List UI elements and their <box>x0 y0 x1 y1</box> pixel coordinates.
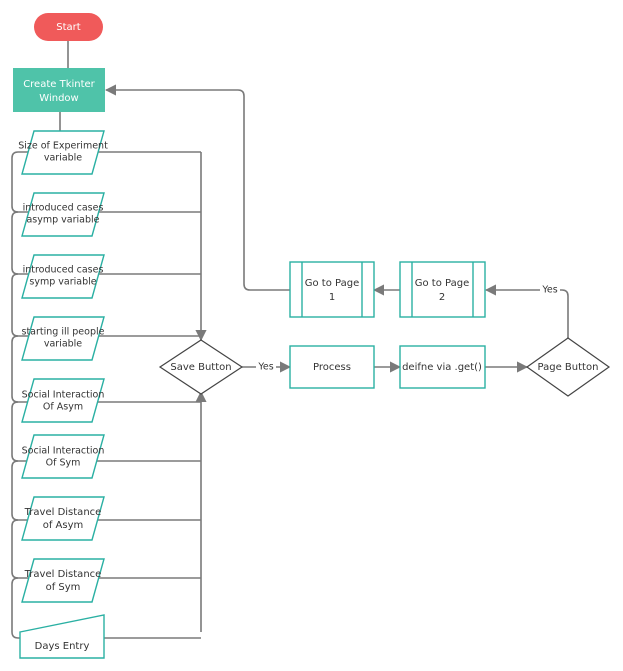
save-button-label: Save Button <box>170 362 231 373</box>
input-label-line2: of Asym <box>43 520 84 531</box>
save-button-node: Save Button <box>158 339 244 395</box>
input-node: Size of Experiment variable <box>18 130 108 175</box>
page-button-label: Page Button <box>538 362 599 373</box>
go-page-2-label-line1: Go to Page <box>415 278 469 289</box>
input-node: Social Interaction Of Asym <box>21 378 105 423</box>
create-window-label-line2: Window <box>39 93 78 104</box>
create-window-label-line1: Create Tkinter <box>23 79 95 90</box>
input-node: introduced cases symp variable <box>21 254 105 299</box>
go-page-1-label-line1: Go to Page <box>305 278 359 289</box>
input-node: introduced cases asymp variable <box>21 192 105 237</box>
start-label: Start <box>56 22 81 33</box>
input-label-line1: introduced cases <box>23 265 104 276</box>
edge-label-save-yes: Yes <box>257 362 273 373</box>
define-get-node: deifne via .get() <box>399 345 486 389</box>
input-label-line2: asymp variable <box>26 215 99 226</box>
input-label-line2: of Sym <box>46 582 81 593</box>
input-label-line1: Social Interaction <box>22 390 105 401</box>
start-node: Start <box>34 13 103 41</box>
input-label-line2: variable <box>44 339 82 350</box>
define-get-label: deifne via .get() <box>402 362 482 373</box>
input-label-line2: Of Sym <box>46 458 81 469</box>
process-label: Process <box>313 362 351 373</box>
input-node: starting ill people variable <box>21 316 105 361</box>
input-node: Social Interaction Of Sym <box>21 434 105 479</box>
go-page-1-node: Go to Page 1 <box>289 261 375 318</box>
input-node: Travel Distance of Sym <box>21 558 105 603</box>
input-label-line1: Travel Distance <box>24 507 102 518</box>
input-label-line1: Social Interaction <box>22 446 105 457</box>
days-entry-node: Days Entry <box>19 614 105 659</box>
connector-pagebutton-to-page2 <box>484 284 569 338</box>
input-node: Travel Distance of Asym <box>21 496 105 541</box>
go-page-2-label-line2: 2 <box>439 292 445 303</box>
process-node: Process <box>289 345 375 389</box>
input-label-line1: introduced cases <box>23 203 104 214</box>
edge-label-page-yes: Yes <box>541 285 557 296</box>
input-label-line1: starting ill people <box>22 327 105 338</box>
edge-label-bg <box>256 360 276 374</box>
go-page-1-label-line2: 1 <box>329 292 335 303</box>
page-button-node: Page Button <box>525 337 611 397</box>
input-label-line2: symp variable <box>29 277 96 288</box>
connector-page1-to-window <box>104 84 290 291</box>
input-label-line2: Of Asym <box>43 402 83 413</box>
input-label-line1: Size of Experiment <box>18 141 108 152</box>
edge-label-bg <box>540 283 560 297</box>
input-label-line2: variable <box>44 153 82 164</box>
input-label-line1: Travel Distance <box>24 569 102 580</box>
days-entry-label: Days Entry <box>35 641 90 652</box>
connector-loop-8 <box>11 577 201 639</box>
go-page-2-node: Go to Page 2 <box>399 261 486 318</box>
create-window-node: Create Tkinter Window <box>13 68 105 112</box>
